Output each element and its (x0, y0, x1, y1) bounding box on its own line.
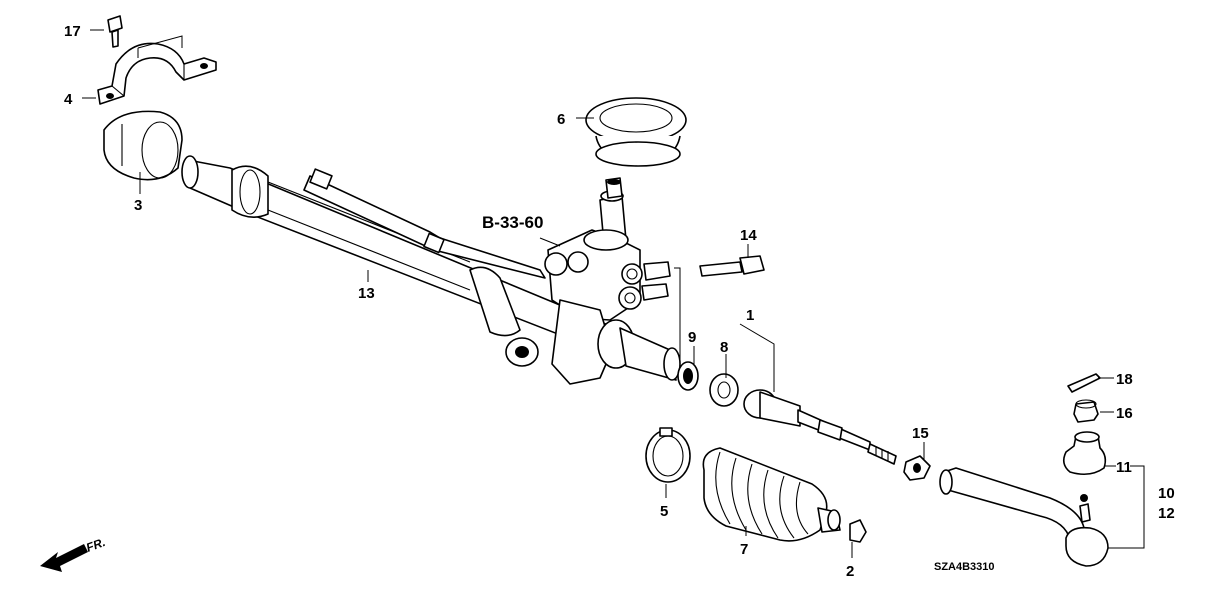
callout-2: 2 (846, 563, 854, 580)
mounting-bracket (97, 42, 217, 105)
bolt-14 (699, 255, 765, 277)
rack-housing (181, 155, 641, 367)
direction-label: FR. (84, 535, 107, 555)
tie-rod-end (939, 467, 1109, 567)
callout-8: 8 (720, 339, 728, 356)
reference-label: B-33-60 (482, 213, 543, 232)
callout-4: 4 (64, 91, 73, 108)
callout-7: 7 (740, 541, 748, 558)
callout-5: 5 (660, 503, 668, 520)
callout-11: 11 (1116, 459, 1132, 476)
callout-18: 18 (1116, 371, 1133, 388)
callout-6: 6 (557, 111, 565, 128)
callout-17: 17 (64, 23, 81, 40)
valve-body (505, 177, 681, 385)
callout-9: 9 (688, 329, 696, 346)
bushing (103, 110, 183, 181)
callout-13: 13 (358, 285, 375, 302)
callout-15: 15 (912, 425, 929, 442)
callout-14: 14 (740, 227, 757, 244)
ball-joint-boot (1062, 431, 1107, 476)
boot-band (645, 427, 691, 483)
callout-3: 3 (134, 197, 142, 214)
callout-16: 16 (1116, 405, 1133, 422)
callout-1: 1 (746, 307, 754, 324)
diagram-code: SZA4B3310 (934, 561, 995, 573)
castle-nut (1073, 399, 1099, 423)
cotter-pin (1067, 373, 1101, 393)
clip-2 (849, 519, 867, 543)
bolt-17 (107, 15, 123, 48)
callout-12: 12 (1158, 505, 1175, 522)
rack-boot (702, 447, 841, 542)
callout-labels: 17 4 3 6 13 14 9 8 1 15 5 7 2 18 16 11 1… (64, 23, 1175, 580)
leader-lines (82, 29, 1145, 558)
callout-10: 10 (1158, 485, 1175, 502)
tie-rod (743, 389, 897, 465)
lock-washer-8 (709, 373, 739, 407)
dust-seal (585, 97, 687, 167)
front-direction-arrow (40, 544, 88, 572)
